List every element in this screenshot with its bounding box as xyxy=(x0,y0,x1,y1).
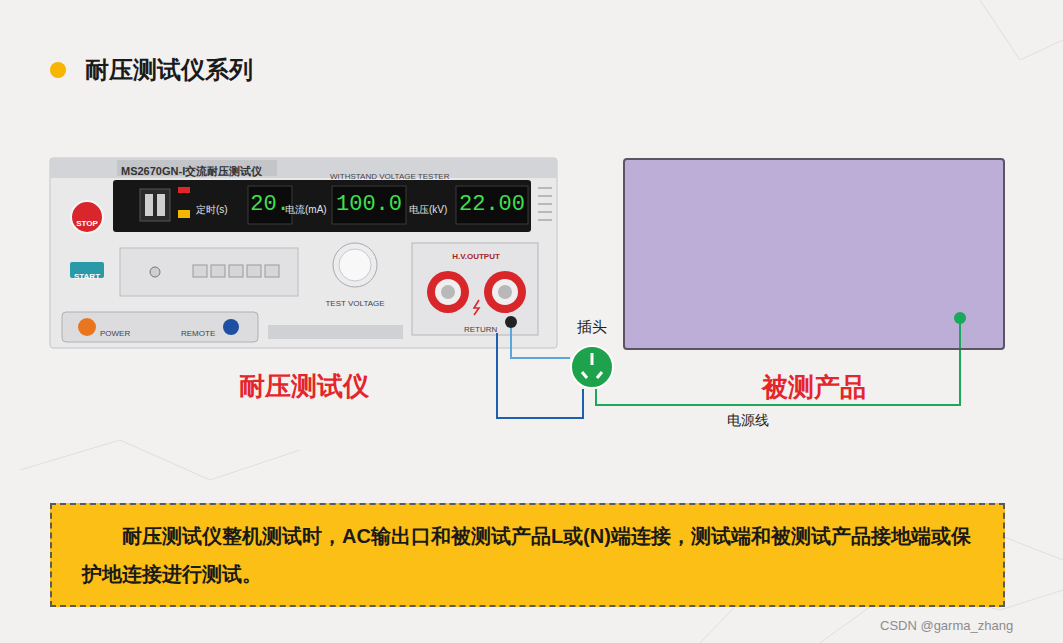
display-value: 22.00 xyxy=(459,190,525,220)
text-anchor: H.V.OUTPUT xyxy=(436,245,516,263)
plug-body xyxy=(571,346,613,388)
text-anchor: 电流(mA) xyxy=(285,199,335,217)
panel-label: H.V.OUTPUT xyxy=(452,252,500,262)
product-box: 被测产品 xyxy=(623,158,1005,350)
watermark: CSDN @garma_zhang xyxy=(880,618,1013,634)
function-buttons xyxy=(193,265,279,277)
text-anchor: STOP xyxy=(67,212,107,230)
switch-digit xyxy=(157,194,165,216)
wire xyxy=(511,348,570,358)
display-label: 电流(mA) xyxy=(285,204,327,216)
switch-digit xyxy=(145,194,153,216)
wire-label: 电源线 xyxy=(724,411,772,429)
hv-terminal-ring xyxy=(435,279,461,305)
text-anchor: 定时(s) xyxy=(196,199,246,217)
function-button xyxy=(229,265,243,277)
text-anchor: WITHSTAND VOLTAGE TESTER xyxy=(330,165,490,183)
text-anchor: START xyxy=(67,265,107,283)
vent xyxy=(538,211,552,213)
small-knob xyxy=(150,267,160,277)
background-network xyxy=(20,0,1063,643)
text-anchor: RETURN xyxy=(464,318,504,336)
voltage-knob-cap xyxy=(339,249,371,281)
instrument-top-strip xyxy=(50,158,557,178)
text-anchor: MS2670GN-I交流耐压测试仪 xyxy=(121,161,321,179)
node-heading: 被测产品 xyxy=(625,372,1003,402)
model-name: MS2670GN-I交流耐压测试仪 xyxy=(121,164,262,178)
text-anchor: 电源线 xyxy=(688,411,808,429)
text-anchor: POWER xyxy=(100,322,150,340)
page-title: 耐压测试仪系列 xyxy=(85,55,253,85)
digit-window xyxy=(332,186,406,224)
button-panel xyxy=(120,248,298,296)
wire-inner xyxy=(496,333,498,348)
indicator-yellow xyxy=(178,210,190,218)
function-button xyxy=(193,265,207,277)
button-label: START xyxy=(74,272,100,282)
panel-label: RETURN xyxy=(464,325,497,335)
indicator-red xyxy=(178,187,190,193)
display-value: 100.0 xyxy=(336,190,402,220)
text-anchor: 电压(kV) xyxy=(409,199,459,217)
remote-socket xyxy=(223,319,239,335)
display-value: 20. xyxy=(250,190,290,220)
display-label: 电压(kV) xyxy=(409,204,447,216)
ground-point xyxy=(954,312,966,324)
text-anchor: REMOTE xyxy=(181,322,231,340)
hv-terminal xyxy=(484,271,526,313)
return-terminal xyxy=(505,316,517,328)
text-anchor: CSDN @garma_zhang xyxy=(880,616,1055,634)
output-panel xyxy=(412,243,538,335)
plug-circle: 插头 xyxy=(570,345,614,389)
knob-label: TEST VOLTAGE xyxy=(325,299,384,309)
vents xyxy=(538,188,552,220)
panel-label: REMOTE xyxy=(181,329,215,339)
text-anchor: TEST VOLTAGE xyxy=(315,292,395,310)
vent xyxy=(538,203,552,205)
vent xyxy=(538,187,552,189)
text-anchor: 22.00 xyxy=(456,190,528,220)
rotary-switch xyxy=(140,189,170,221)
text-anchor: 耐压测试仪系列 xyxy=(85,55,485,85)
function-button xyxy=(247,265,261,277)
voltage-knob xyxy=(333,243,377,287)
hv-terminal-ring xyxy=(492,279,518,305)
power-button xyxy=(78,318,96,336)
hv-terminal-core xyxy=(498,285,512,299)
panel-caption: WITHSTAND VOLTAGE TESTER xyxy=(330,172,449,182)
hv-terminal-core xyxy=(441,285,455,299)
plug-prong xyxy=(582,372,602,378)
high-voltage-symbol xyxy=(474,300,479,315)
plug-label: 插头 xyxy=(550,317,634,337)
stop-button xyxy=(71,201,103,233)
digit-window xyxy=(456,186,528,224)
hv-terminal xyxy=(427,271,469,313)
wire xyxy=(497,348,583,418)
panel-label: POWER xyxy=(100,329,130,339)
node-heading: 耐压测试仪 xyxy=(50,371,557,401)
function-button xyxy=(265,265,279,277)
button-label: STOP xyxy=(76,219,98,229)
title-dot xyxy=(50,62,66,78)
display-panel xyxy=(113,180,531,232)
vent xyxy=(538,195,552,197)
maker-plate xyxy=(268,325,403,339)
note-box: 耐压测试仪整机测试时，AC输出口和被测试产品L或(N)端连接，测试端和被测试产品… xyxy=(50,503,1005,607)
product-fill xyxy=(624,159,1004,349)
plug-outline xyxy=(570,345,614,389)
plug-prong xyxy=(591,353,594,365)
display-label: 定时(s) xyxy=(196,204,228,216)
bg-line xyxy=(980,0,1063,60)
bg-line xyxy=(20,440,300,480)
note-text: 耐压测试仪整机测试时，AC输出口和被测试产品L或(N)端连接，测试端和被测试产品… xyxy=(82,517,973,593)
wire-inner xyxy=(510,328,512,348)
function-button xyxy=(211,265,225,277)
instrument-body xyxy=(50,158,557,348)
power-panel xyxy=(62,312,258,342)
text-anchor: 100.0 xyxy=(332,190,406,220)
vent xyxy=(538,219,552,221)
